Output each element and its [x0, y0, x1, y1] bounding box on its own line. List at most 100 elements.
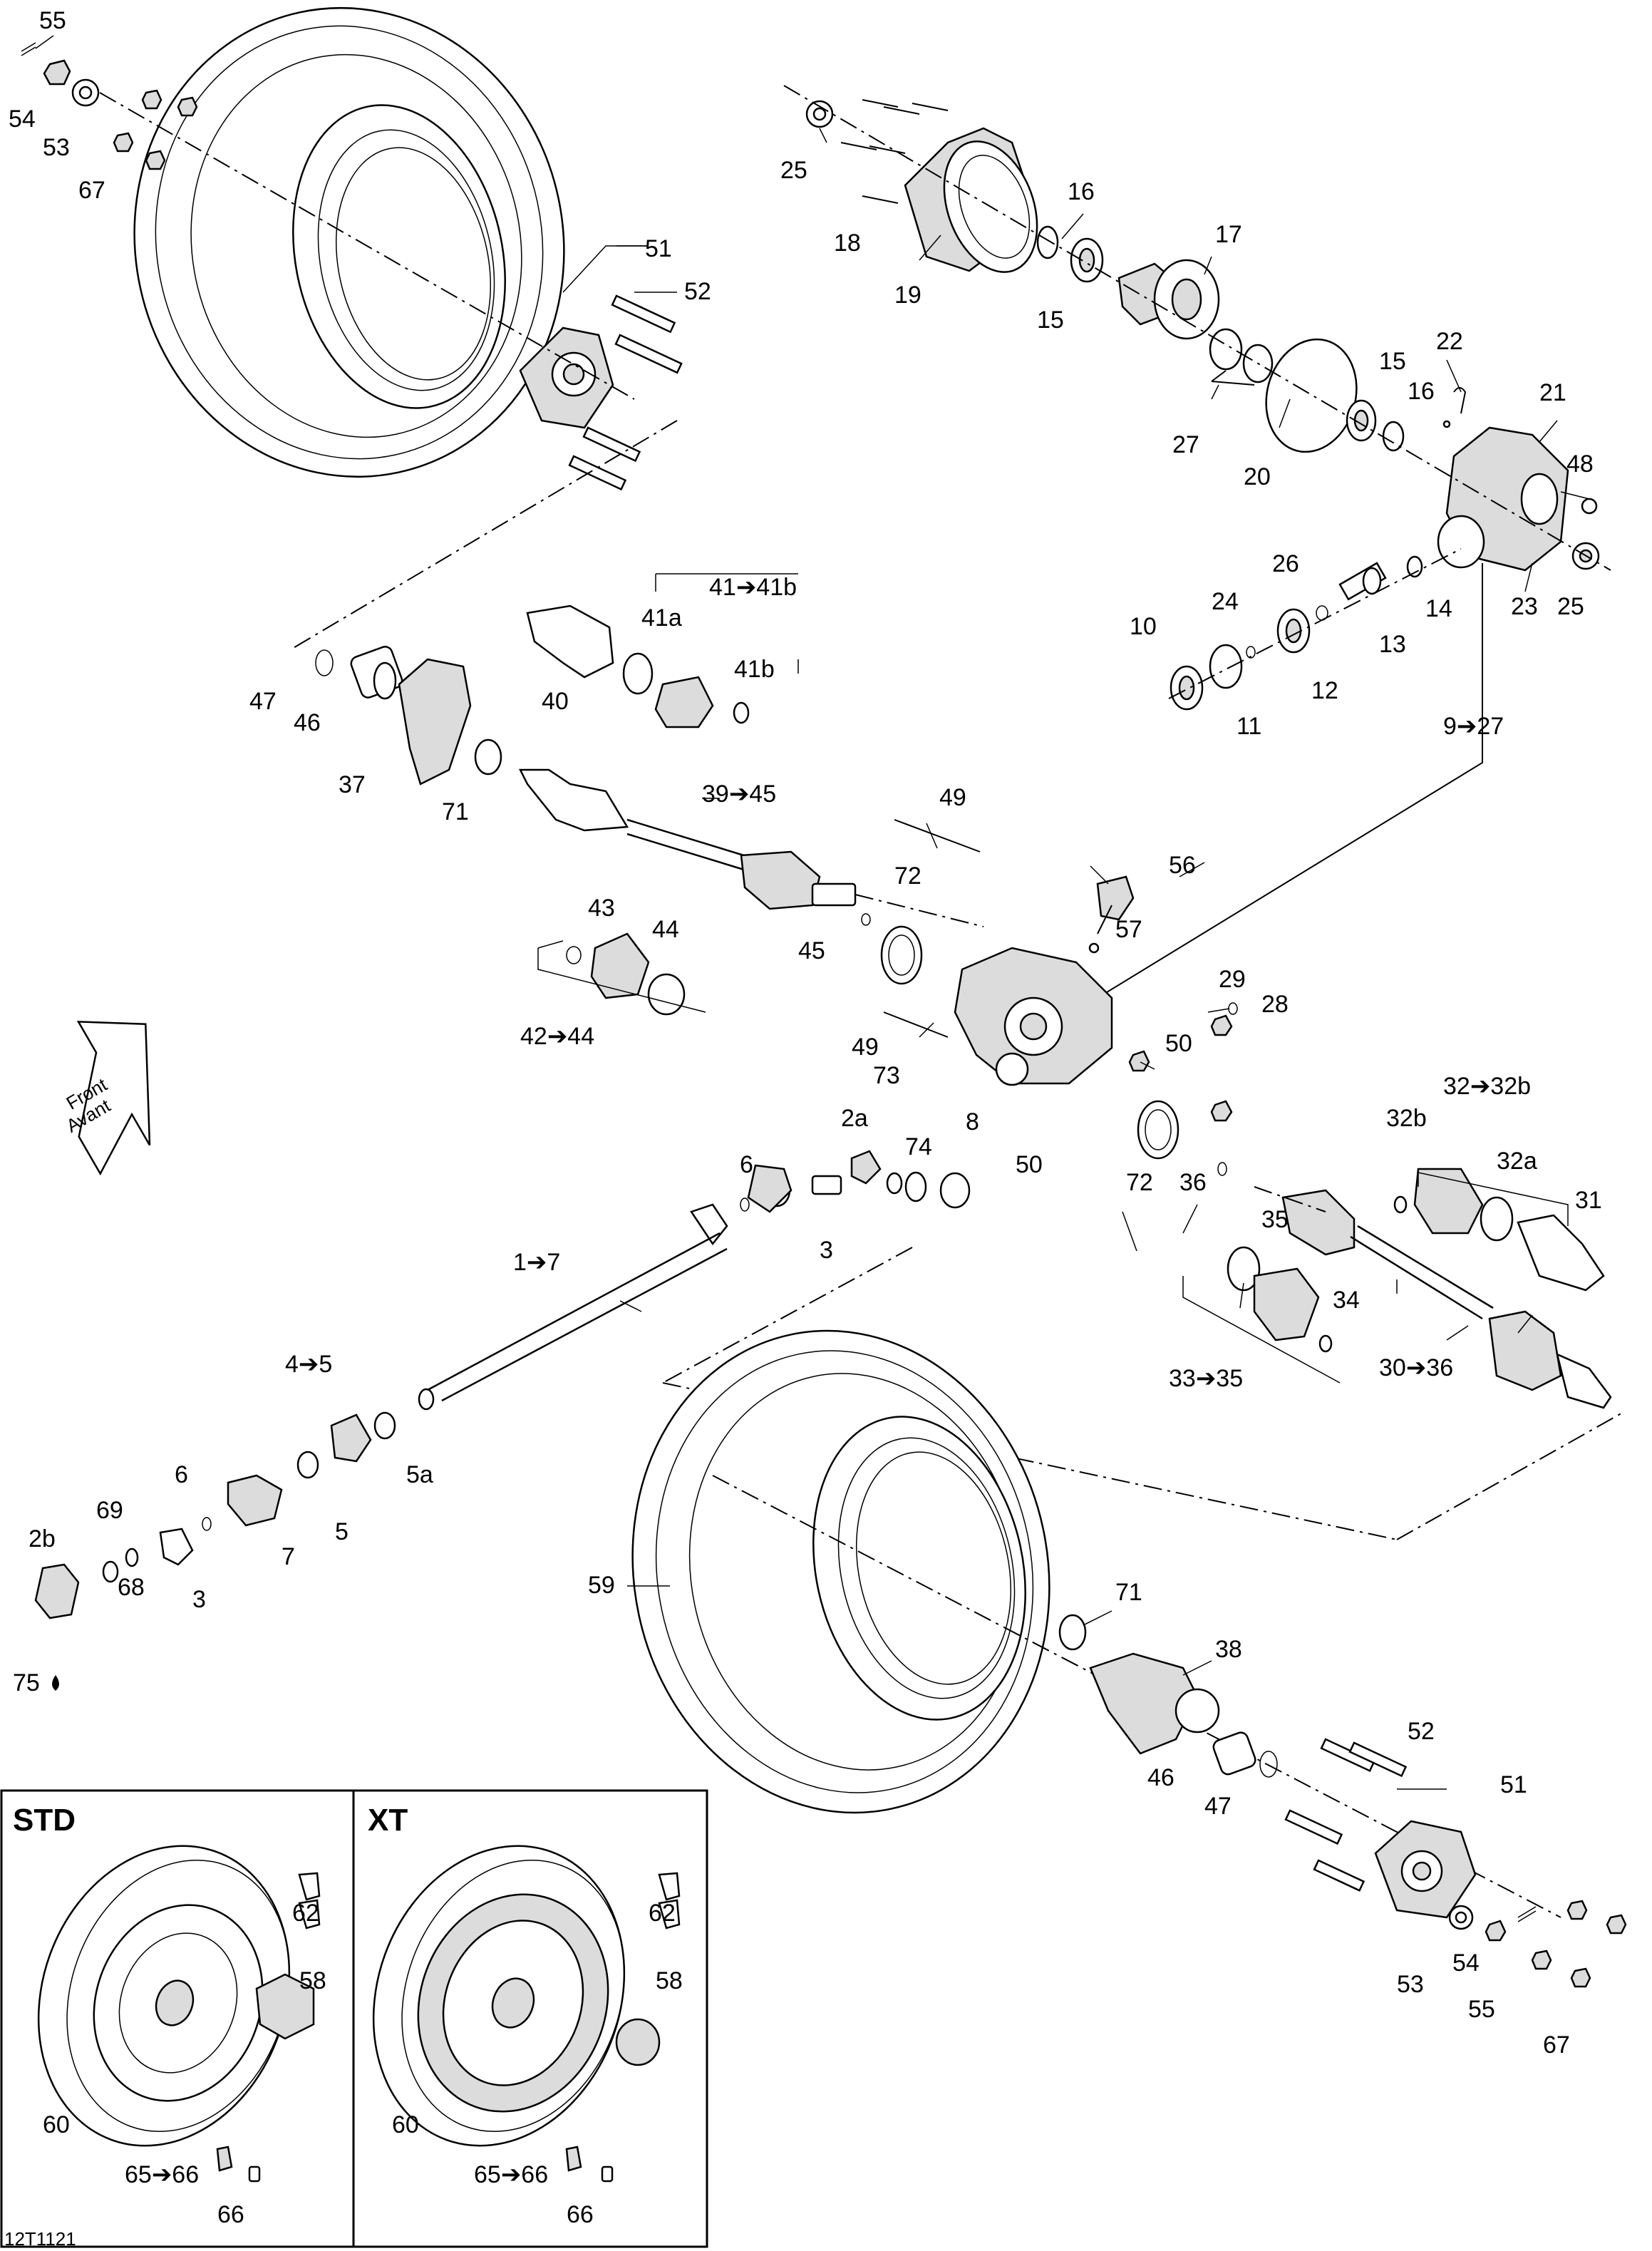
callout: 36: [1179, 1169, 1207, 1196]
callout: 26: [1272, 550, 1299, 577]
callout: 5: [335, 1518, 349, 1545]
callout: 75: [13, 1669, 40, 1696]
callout: 16: [1408, 378, 1435, 405]
callout: 35: [1261, 1206, 1289, 1233]
callout: 51: [1500, 1771, 1527, 1798]
callout: 68: [118, 1574, 145, 1601]
callout: 25: [780, 157, 807, 184]
xt-label-65-66: 65➔66: [474, 2161, 548, 2188]
callout: 12: [1311, 677, 1338, 704]
callout: 2a: [841, 1105, 868, 1132]
diagram-code: 12T1121: [4, 2228, 76, 2250]
hub-top-left: [519, 245, 683, 491]
differential-cover: [1437, 387, 1600, 572]
callout: 38: [1215, 1636, 1242, 1663]
front-tire-top: [133, 6, 565, 478]
callout: 41b: [734, 656, 775, 683]
callout: 51: [645, 235, 672, 262]
callout: 74: [905, 1133, 932, 1160]
left-axle-shaft: [518, 768, 984, 985]
callout: 31: [1575, 1187, 1602, 1214]
left-cv-boot-kit: [526, 573, 799, 1016]
callout: 33➔35: [1169, 1365, 1243, 1392]
differential-housing-front: [805, 100, 1038, 273]
callout: 1➔7: [513, 1249, 560, 1276]
callout: 11: [1237, 713, 1261, 740]
front-direction-arrow: Front Avant: [63, 1021, 151, 1176]
callout: 32a: [1497, 1148, 1537, 1175]
hub-to-knuckle-guide: [291, 420, 678, 649]
lubricant-drop-icon: [52, 1675, 59, 1691]
std-label-62: 62: [292, 1900, 319, 1927]
callout: 19: [894, 282, 921, 309]
xt-label-58: 58: [656, 1967, 683, 1994]
bottom-tire-guide-1: [662, 1247, 913, 1384]
std-title: STD: [13, 1803, 76, 1838]
callout: 15: [1037, 307, 1064, 334]
pinion-centerline: [1168, 548, 1462, 699]
callout: 44: [652, 916, 679, 943]
differential-bolts: [840, 99, 949, 204]
callout: 28: [1261, 991, 1289, 1018]
callout: 59: [588, 1572, 615, 1599]
xt-label-60: 60: [392, 2111, 419, 2138]
callout: 49: [852, 1034, 879, 1061]
callout: 32➔32b: [1443, 1073, 1531, 1100]
callout: 17: [1215, 221, 1242, 248]
callout: 54: [9, 105, 36, 133]
callout: 6: [740, 1151, 753, 1178]
callout: 13: [1379, 631, 1406, 658]
std-wheel-inset: STD 62 58 60 65➔66 66: [13, 1803, 326, 2228]
callout: 3: [192, 1586, 206, 1613]
callout: 10: [1130, 613, 1157, 640]
diff-bearings-and-gear: [1036, 225, 1405, 453]
leader-lines: [35, 35, 1590, 1676]
callout: 72: [894, 862, 921, 890]
callout: 73: [873, 1062, 900, 1089]
callout: 45: [798, 937, 825, 964]
callout: 50: [1165, 1030, 1192, 1057]
callout: 15: [1379, 348, 1406, 375]
callout: 6: [175, 1461, 188, 1488]
callout: 34: [1333, 1287, 1360, 1314]
callout: 41➔41b: [709, 574, 797, 601]
callout: 5a: [406, 1461, 433, 1488]
callout: 32b: [1386, 1105, 1427, 1132]
std-label-66: 66: [217, 2201, 244, 2228]
xt-label-66: 66: [567, 2201, 594, 2228]
wheel-variants-inset: [0, 1789, 708, 2248]
callout: 25: [1557, 593, 1584, 620]
callout: 22: [1436, 328, 1463, 355]
callout: 7: [282, 1543, 295, 1570]
callout-labels: 55 54 53 67 51 52 25 18 19 16 15 17 27 2…: [9, 7, 1602, 2059]
pinion-parts: [1170, 555, 1423, 711]
xt-wheel-inset: XT 62 58 60 65➔66 66: [368, 1803, 683, 2228]
callout: 37: [339, 771, 366, 798]
callout: 20: [1244, 463, 1271, 490]
callout: 23: [1511, 593, 1538, 620]
rear-tire-bottom: [631, 1329, 1050, 1814]
callout: 9➔27: [1443, 713, 1504, 740]
callout: 24: [1212, 588, 1239, 615]
callout: 49: [939, 784, 966, 811]
callout: 71: [442, 798, 469, 825]
callout: 43: [588, 895, 615, 922]
callout: 42➔44: [520, 1023, 594, 1050]
callout: 53: [1397, 1971, 1424, 1998]
callout: 39➔45: [702, 781, 776, 808]
diff-centerline: [783, 85, 1611, 571]
callout: 16: [1068, 178, 1095, 205]
callout: 54: [1452, 1949, 1480, 1977]
callout: 52: [1408, 1718, 1435, 1745]
callout: 50: [1016, 1151, 1043, 1178]
callout: 2b: [29, 1525, 56, 1552]
callout: 67: [1543, 2031, 1570, 2059]
bottom-tire-guide-3: [1396, 1411, 1626, 1540]
callout: 47: [249, 688, 277, 715]
callout: 67: [78, 177, 105, 204]
right-cv-boot-kit: [1182, 1168, 1605, 1384]
right-axle-shaft: [1137, 1100, 1612, 1409]
rear-diff-housing: [883, 819, 1238, 1122]
propeller-shaft: [34, 1150, 971, 1619]
